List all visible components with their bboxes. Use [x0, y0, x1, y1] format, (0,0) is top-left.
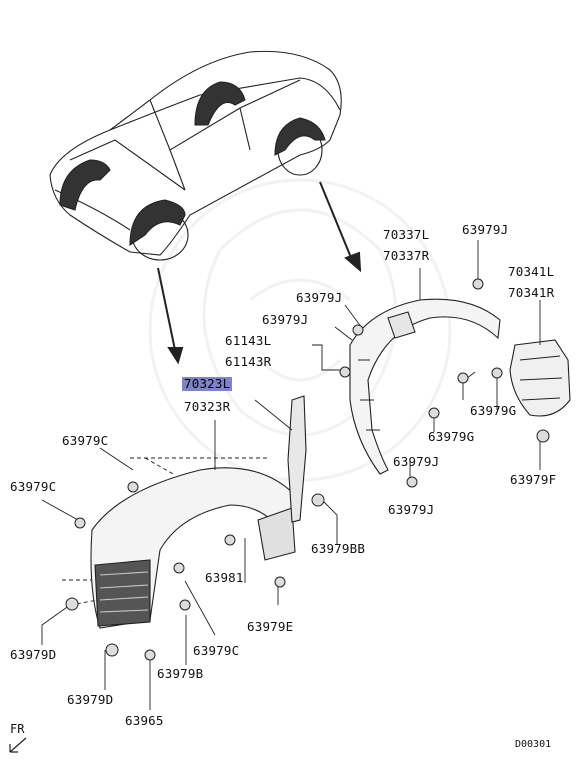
- label-70341L: 70341L: [508, 264, 555, 279]
- label-63981: 63981: [205, 570, 244, 585]
- label-63979G-a: 63979G: [470, 403, 517, 418]
- rear-mud-guard: [509, 339, 571, 417]
- label-63979E: 63979E: [247, 619, 294, 634]
- label-63979C-c: 63979C: [193, 643, 240, 658]
- label-61143L: 61143L: [225, 333, 272, 348]
- label-63965: 63965: [125, 713, 164, 728]
- label-61143R: 61143R: [225, 354, 272, 369]
- drawing-code: D00301: [515, 739, 552, 750]
- label-70341R: 70341R: [508, 285, 555, 300]
- label-70337L: 70337L: [383, 227, 430, 242]
- label-63979J-b: 63979J: [262, 312, 309, 327]
- label-63979F: 63979F: [510, 472, 557, 487]
- car-illustration: [49, 50, 342, 261]
- label-63979J-d: 63979J: [388, 502, 435, 517]
- label-63979D-b: 63979D: [67, 692, 114, 707]
- label-63979J-a: 63979J: [296, 290, 343, 305]
- label-63979B: 63979B: [157, 666, 204, 681]
- fastener-clips: [65, 278, 550, 661]
- label-63979C-b: 63979C: [10, 479, 57, 494]
- label-63979BB: 63979BB: [311, 541, 366, 556]
- label-63979J-c: 63979J: [393, 454, 440, 469]
- front-liner-strip: [287, 395, 307, 523]
- front-wheel-liner: [90, 467, 296, 629]
- label-63979D-a: 63979D: [10, 647, 57, 662]
- front-direction-arrow: [9, 737, 27, 753]
- label-70337R: 70337R: [383, 248, 430, 263]
- label-63979C-a: 63979C: [62, 433, 109, 448]
- label-63979G-b: 63979G: [428, 429, 475, 444]
- pointer-arrows: [157, 181, 362, 365]
- rear-wheel-liner: [349, 298, 501, 475]
- label-70323R: 70323R: [184, 399, 231, 414]
- label-70323L: 70323L: [182, 376, 233, 391]
- front-direction-label: FR: [10, 722, 25, 736]
- label-63979J-top: 63979J: [462, 222, 509, 237]
